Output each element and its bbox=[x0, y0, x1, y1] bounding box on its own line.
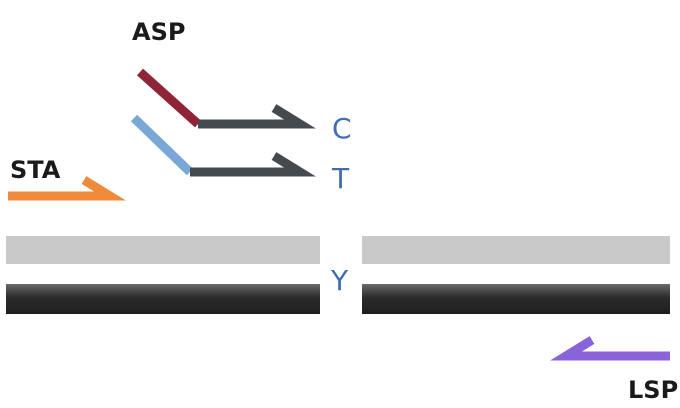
lsp-label: LSP bbox=[628, 376, 678, 404]
template-strand-dark-right bbox=[362, 284, 670, 314]
lsp-primer-arrow bbox=[550, 336, 670, 361]
asp-t-tip bbox=[130, 114, 194, 176]
sta-label: STA bbox=[10, 156, 61, 184]
asp-c-tip bbox=[136, 68, 202, 128]
asp-t-tail-arrow bbox=[190, 152, 316, 177]
asp-primer-t bbox=[130, 114, 316, 177]
sta-primer-arrow bbox=[8, 176, 126, 201]
allele-t-label: T bbox=[331, 162, 350, 195]
template-strand-light-right bbox=[362, 236, 670, 264]
asp-label: ASP bbox=[132, 18, 185, 46]
template-strand-light-left bbox=[6, 236, 320, 264]
snp-y-label: Y bbox=[330, 264, 349, 297]
template-strand-dark-left bbox=[6, 284, 320, 314]
asp-c-tail-arrow bbox=[198, 104, 316, 129]
asp-primer-c bbox=[136, 68, 316, 129]
allele-c-label: C bbox=[332, 112, 352, 145]
